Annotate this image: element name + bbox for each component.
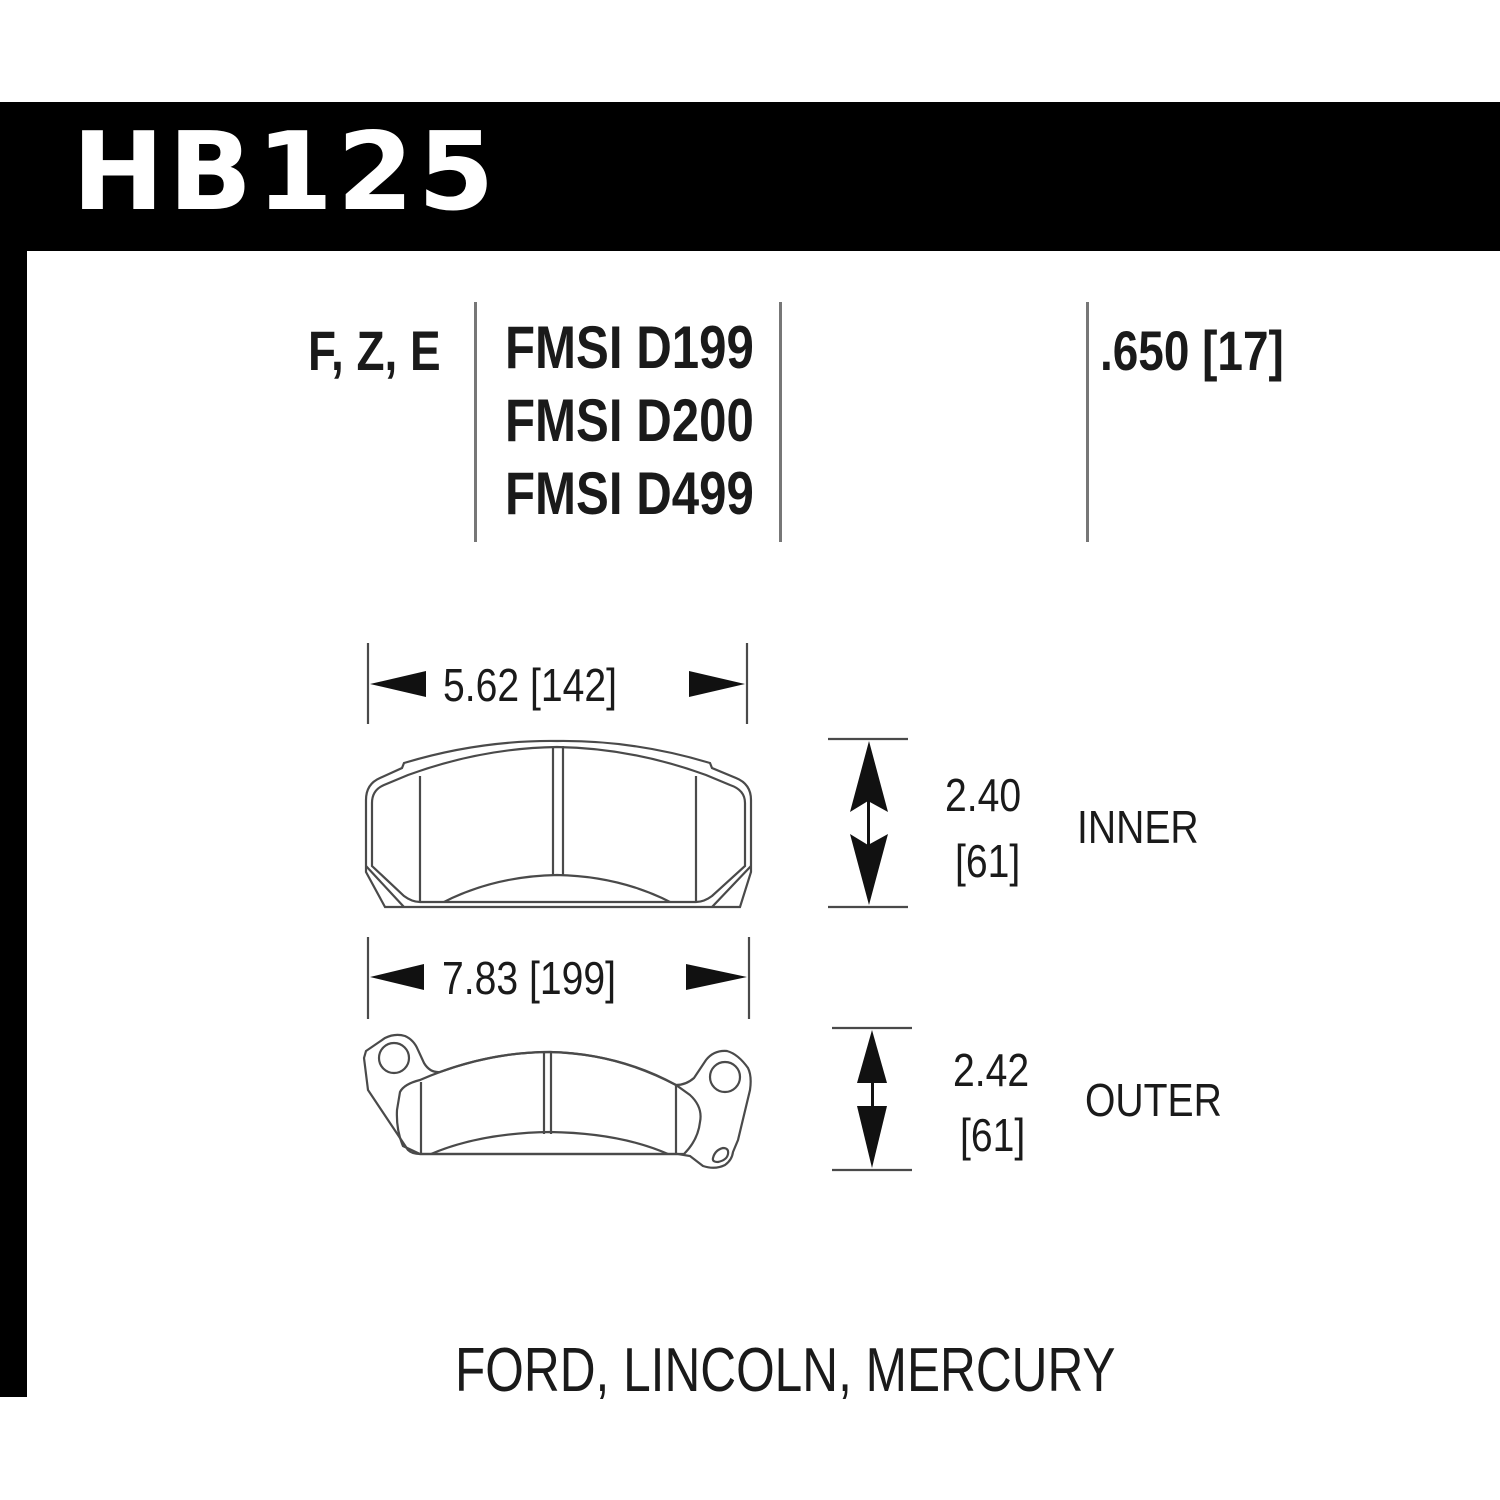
arrow-right-icon [686,964,747,990]
separator-2 [779,302,782,542]
fmsi-number-3: FMSI D499 [505,460,754,527]
inner-pad-label: INNER [1077,801,1199,853]
outer-pad-label: OUTER [1085,1074,1222,1126]
arrow-down-icon [857,1106,887,1168]
outer-height-inches: 2.42 [953,1044,1030,1096]
compound-codes: F, Z, E [308,319,441,382]
outer-height-dimension [832,1026,912,1172]
arrow-left-icon [370,964,424,990]
header-band [0,102,1500,251]
outer-pad-outline [362,1033,752,1169]
inner-height-inches: 2.40 [945,769,1022,821]
inner-width-value: 5.62 [142] [443,659,617,711]
part-number-title: HB125 [72,110,499,235]
inner-height-dimension [828,737,908,909]
inner-width-dimension [366,643,749,724]
inner-height-mm: [61] [955,835,1021,887]
pad-thickness: .650 [17] [1100,319,1284,382]
outer-width-dimension [366,937,751,1019]
separator-3 [1086,302,1089,542]
inner-pad-outline [364,739,753,909]
left-frame-bar [0,102,27,1397]
arrow-up-icon [857,1030,887,1083]
arrow-down-icon [850,834,888,905]
outer-width-value: 7.83 [199] [442,952,616,1004]
arrow-up-icon [850,741,888,812]
vehicle-applications: FORD, LINCOLN, MERCURY [455,1336,1116,1405]
fmsi-number-2: FMSI D200 [505,387,754,454]
fmsi-number-1: FMSI D199 [505,314,754,381]
arrow-right-icon [689,671,745,697]
separator-1 [474,302,477,542]
arrow-left-icon [370,671,426,697]
outer-height-mm: [61] [960,1109,1026,1161]
